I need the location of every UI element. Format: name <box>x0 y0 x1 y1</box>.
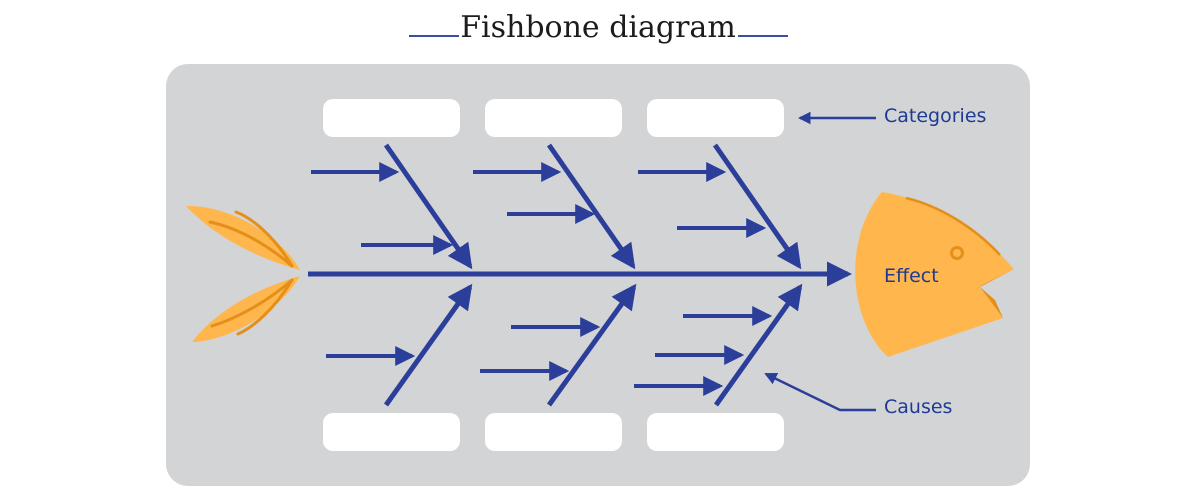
title-rule-left <box>409 35 459 37</box>
bone-top-3 <box>712 143 802 270</box>
category-box-bottom-2 <box>485 413 622 451</box>
causes-label: Causes <box>884 396 953 418</box>
bone-bottom-2 <box>546 283 637 407</box>
bone-top-1 <box>383 143 473 270</box>
causes-leader <box>764 372 876 412</box>
category-box-top-2 <box>485 99 622 137</box>
fish-head <box>855 192 1014 357</box>
category-box-bottom-3 <box>647 413 784 451</box>
bone-bottom-1 <box>383 283 473 407</box>
page-title: Fishbone diagram <box>460 10 736 45</box>
fish-tail <box>186 205 300 342</box>
bone-top-2 <box>546 143 636 270</box>
bone-bottom-3 <box>713 283 803 407</box>
category-box-top-3 <box>647 99 784 137</box>
category-box-top-1 <box>323 99 460 137</box>
effect-label: Effect <box>884 265 939 287</box>
categories-label: Categories <box>884 105 987 127</box>
title-rule-right <box>738 35 788 37</box>
category-box-bottom-1 <box>323 413 460 451</box>
